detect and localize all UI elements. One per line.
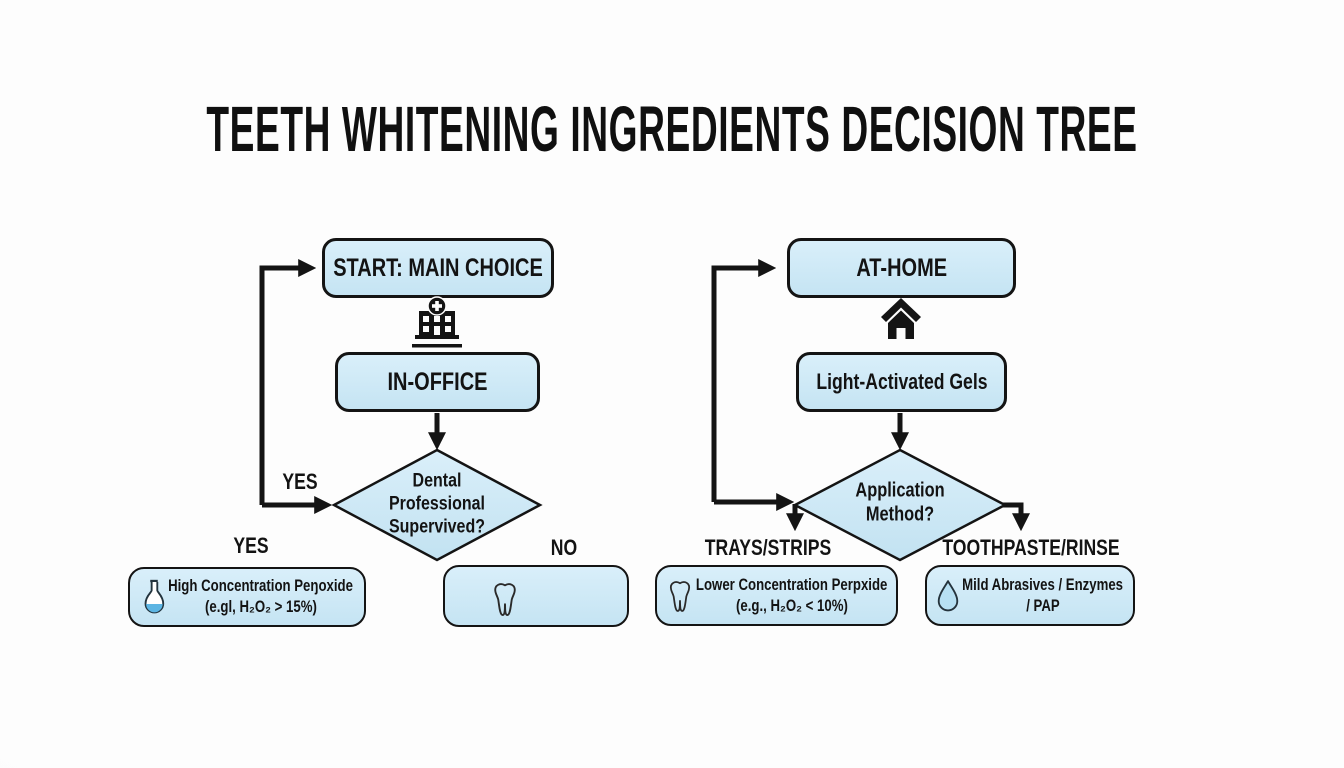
- right-decision-label: Application Method?: [855, 479, 945, 525]
- in-office-node: IN-OFFICE: [335, 352, 540, 412]
- home-icon: [878, 296, 924, 342]
- high-peroxide-line1: High Concentration Peŋoxide: [168, 577, 354, 596]
- toothpaste-branch-arrow: [1003, 502, 1030, 532]
- at-home-node: AT-HOME: [787, 238, 1016, 298]
- lower-peroxide-line2: (e.g., H₂O₂ < 10%): [735, 596, 848, 615]
- mild-abrasives-line2: / PAP: [1026, 596, 1060, 615]
- no-outcome-label: NO: [550, 535, 578, 560]
- toothpaste-rinse-label: TOOTHPASTE/RINSE: [942, 535, 1120, 560]
- loop-right-connector: [711, 259, 777, 502]
- start-main-choice-node: START: MAIN CHOICE: [322, 238, 554, 298]
- yes-branch-label: YES: [282, 469, 318, 494]
- yes-outcome-label: YES: [233, 533, 269, 558]
- tooth-icon: [489, 579, 521, 619]
- mild-abrasives-line1: Mild Abrasives / Enzymes: [962, 575, 1124, 594]
- light-activated-gels-node: Light-Activated Gels: [796, 352, 1007, 412]
- mild-abrasives-node: Mild Abrasives / Enzymes / PAP: [925, 565, 1135, 626]
- light-activated-gels-label: Light-Activated Gels: [815, 369, 988, 394]
- droplet-icon: [935, 579, 961, 613]
- left-decision-diamond: [331, 448, 543, 562]
- left-decision-label: Dental Professional Supervived?: [389, 469, 485, 538]
- start-main-choice-label: START: MAIN CHOICE: [333, 253, 543, 282]
- flask-icon: [138, 578, 170, 616]
- high-peroxide-line2: (e.gl, H₂O₂ > 15%): [205, 598, 317, 616]
- tooth-icon: [665, 577, 695, 615]
- right-decision-diamond: [792, 448, 1008, 562]
- trays-strips-label: TRAYS/STRIPS: [704, 535, 832, 560]
- in-office-label: IN-OFFICE: [387, 367, 488, 396]
- lower-peroxide-line1: Lower Concentration Perpxide: [695, 575, 888, 594]
- at-home-label: AT-HOME: [856, 253, 947, 282]
- high-concentration-peroxide-node: High Concentration Peŋoxide (e.gl, H₂O₂ …: [128, 567, 366, 627]
- lower-concentration-peroxide-node: Lower Concentration Perpxide (e.g., H₂O₂…: [655, 565, 898, 626]
- hospital-icon: [409, 296, 465, 350]
- no-outcome-node: [443, 565, 629, 627]
- yes-loop-left-connector: [259, 259, 317, 505]
- page-title: TEETH WHITENING INGREDIENTS DECISION TRE…: [206, 93, 1138, 165]
